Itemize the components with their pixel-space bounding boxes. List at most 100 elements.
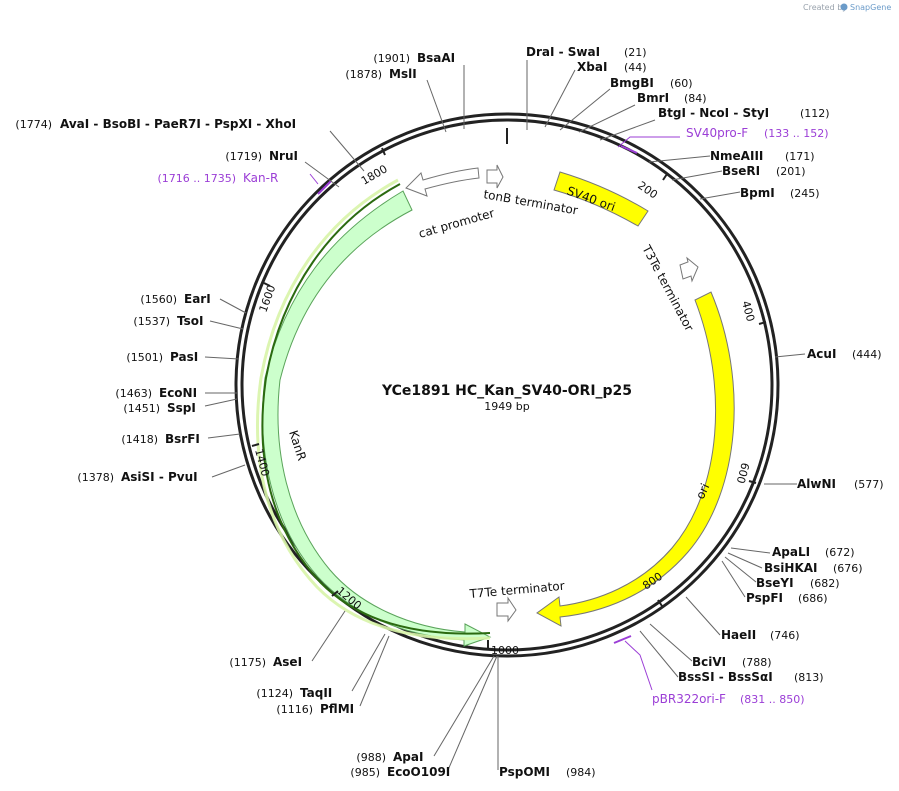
site-names[interactable]: BtgI - NcoI - StyI xyxy=(658,106,769,120)
site-names[interactable]: PspFI xyxy=(746,591,783,605)
ori-label: ori xyxy=(693,481,712,501)
site-names[interactable]: ApaLI xyxy=(772,545,810,559)
site-names[interactable]: SspI xyxy=(167,401,196,415)
site-pos: (245) xyxy=(790,187,820,200)
t3te-terminator-label: T3Te terminator xyxy=(639,242,697,334)
site-pos: (21) xyxy=(624,46,647,59)
leader-pflmi xyxy=(359,635,390,707)
site-names[interactable]: PspOMI xyxy=(499,765,550,779)
site-pos: (672) xyxy=(825,546,855,559)
site-pos: (1901) xyxy=(373,52,410,65)
leader-bpmi xyxy=(699,191,741,200)
site-names[interactable]: AsiSI - PvuI xyxy=(121,470,198,484)
plasmid-title-block: YCe1891 HC_Kan_SV40-ORI_p25 1949 bp xyxy=(381,383,632,413)
site-pos: (1463) xyxy=(115,387,152,400)
leader-apali xyxy=(730,547,771,554)
sv40-ori-arrow xyxy=(553,171,649,227)
leader-bmgbi xyxy=(559,88,611,131)
feature-ori[interactable]: ori xyxy=(536,291,735,627)
cat-promoter-arrow xyxy=(405,167,480,197)
primer-mark-pbr322ori-f xyxy=(613,635,632,644)
site-names[interactable]: XbaI xyxy=(577,60,607,74)
snapgene-logo-icon xyxy=(840,3,848,11)
primer-range-kan-r: (1716 .. 1735) xyxy=(157,172,236,185)
feature-cat-promoter[interactable]: cat promoter xyxy=(405,167,496,241)
site-names[interactable]: BssSI - BssSαI xyxy=(678,670,773,684)
tick-mark-1600 xyxy=(263,282,271,287)
site-names[interactable]: BsrFI xyxy=(165,432,200,446)
ori-arrow xyxy=(536,291,735,627)
leader-bmri xyxy=(578,104,636,133)
primer-name-kan-r[interactable]: Kan-R xyxy=(243,171,278,185)
site-pos: (682) xyxy=(810,577,840,590)
leader-xbai xyxy=(544,69,576,128)
site-names[interactable]: PflMI xyxy=(320,702,354,716)
site-names[interactable]: BsiHKAI xyxy=(764,561,818,575)
sites-top-right: DraI - SwaI (21) XbaI (44) BmgBI (60) Bm… xyxy=(526,45,830,200)
site-names[interactable]: ApaI xyxy=(393,750,423,764)
leader-pvui xyxy=(211,464,246,478)
primer-range-pbr322ori-f: (831 .. 850) xyxy=(740,693,805,706)
site-pos: (985) xyxy=(350,766,380,779)
feature-t3te-terminator[interactable]: T3Te terminator xyxy=(639,242,699,334)
leader-pasi xyxy=(204,356,240,360)
site-names[interactable]: PasI xyxy=(170,350,198,364)
site-names[interactable]: EcoO109I xyxy=(387,765,450,779)
primer-name-sv40pro-f[interactable]: SV40pro-F xyxy=(686,126,748,140)
site-names[interactable]: BmrI xyxy=(637,91,669,105)
site-pos: (171) xyxy=(785,150,815,163)
site-names[interactable]: EarI xyxy=(184,292,211,306)
t7te-terminator-arrow xyxy=(496,596,517,623)
site-names[interactable]: EcoNI xyxy=(159,386,197,400)
site-pos: (1378) xyxy=(77,471,114,484)
site-pos: (746) xyxy=(770,629,800,642)
site-names[interactable]: AseI xyxy=(273,655,302,669)
snapgene-credit: Created by SnapGene xyxy=(803,3,891,12)
site-names[interactable]: MslI xyxy=(389,67,417,81)
site-names[interactable]: AcuI xyxy=(807,347,836,361)
tick-mark-800 xyxy=(657,599,663,607)
feature-kanr[interactable]: KanR xyxy=(256,178,492,647)
backbone xyxy=(234,112,780,658)
leader-bsrfi xyxy=(207,433,241,439)
site-names[interactable]: HaeII xyxy=(721,628,756,642)
site-names[interactable]: NruI xyxy=(269,149,298,163)
site-pos: (988) xyxy=(356,751,386,764)
site-pos: (112) xyxy=(800,107,830,120)
site-names[interactable]: NmeAIII xyxy=(710,149,763,163)
site-names[interactable]: AvaI - BsoBI - PaeR7I - PspXI - XhoI xyxy=(60,117,296,131)
sites-right: AcuI (444) AlwNI (577) ApaLI (672) BsiHK… xyxy=(678,347,884,684)
site-names[interactable]: BsaAI xyxy=(417,51,455,65)
leader-xhoi xyxy=(329,130,365,172)
site-names[interactable]: BseYI xyxy=(756,576,794,590)
primer-name-pbr322ori-f[interactable]: pBR322ori-F xyxy=(652,692,726,706)
leader-bsssi xyxy=(639,630,679,678)
site-pos: (577) xyxy=(854,478,884,491)
leader-bseri xyxy=(671,170,723,181)
site-pos: (1124) xyxy=(256,687,293,700)
leader-taqii xyxy=(351,633,386,692)
kanr-arrow xyxy=(262,190,492,647)
site-names[interactable]: TsoI xyxy=(177,314,203,328)
backbone-outer-ring xyxy=(234,112,780,658)
primer-mark-sv40pro-f xyxy=(620,145,638,154)
site-pos: (1719) xyxy=(225,150,262,163)
leader-apai xyxy=(433,655,495,757)
site-names[interactable]: AlwNI xyxy=(797,477,836,491)
leader-bcivi xyxy=(649,623,693,662)
feature-sv40-ori[interactable]: SV40 ori xyxy=(553,171,649,227)
kanr-label: KanR xyxy=(286,429,309,463)
leader-nmeaiii xyxy=(648,155,711,163)
sites-top-left: (1901) BsaAI (1878) MslI (1774) AvaI - B… xyxy=(15,51,455,163)
leader-sv40pro-f xyxy=(617,136,680,148)
site-names[interactable]: TaqII xyxy=(300,686,332,700)
leader-msli xyxy=(426,79,447,133)
site-names[interactable]: DraI - SwaI xyxy=(526,45,600,59)
site-names[interactable]: BpmI xyxy=(740,186,775,200)
leader-pbr322ori-f xyxy=(624,640,653,691)
site-names[interactable]: BseRI xyxy=(722,164,760,178)
site-names[interactable]: BciVI xyxy=(692,655,726,669)
tick-label-600: 600 xyxy=(734,461,752,485)
site-names[interactable]: BmgBI xyxy=(610,76,654,90)
